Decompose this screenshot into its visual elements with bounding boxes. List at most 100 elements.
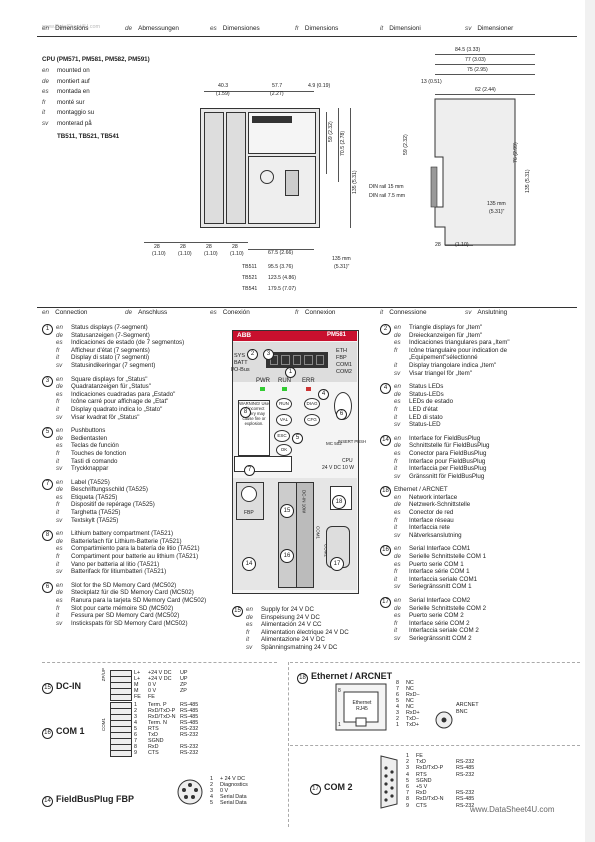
run-button[interactable]: RUN [276, 398, 292, 410]
ethernet-sig: NC [406, 698, 414, 704]
callout-number: 8 [42, 530, 53, 542]
callout-15: 15 [280, 499, 297, 518]
cpu-terminal-area [248, 156, 316, 224]
com1-pin: 6 [134, 732, 137, 738]
dcin-val: ZP [180, 688, 187, 694]
ethernet-pin: 5 [396, 698, 399, 704]
ethernet-sig: TxD+ [406, 722, 420, 728]
terminal-cell [110, 750, 132, 757]
fbp-label: FBP [336, 355, 347, 361]
callout-number: 16 [380, 545, 391, 557]
dcin-val: UP [180, 670, 188, 676]
front-view-drawing: 40.3 (1.59) 57.7 (2.27) 4.9 (0.19) 59 (2… [140, 80, 360, 292]
com1-pin: 3 [134, 714, 137, 720]
com1-rotated-label: COM1 [101, 718, 106, 732]
bnc-icon [435, 711, 453, 729]
device-illustration: ABB PM581 SYS BATT I/O-Bus ETH FBP COM1 … [230, 330, 366, 595]
callout-number: 3 [42, 375, 53, 387]
callout-number: 18 [380, 486, 391, 498]
com1-sig: Term. N [148, 720, 167, 726]
com1-val: RS-485 [180, 702, 199, 708]
pinout-divider-mid [290, 745, 580, 746]
fbp-sig: Diagnostics [220, 782, 248, 788]
io-slot-1 [204, 112, 224, 224]
esc-button[interactable]: ESC [274, 430, 290, 442]
model-label: PM581 [327, 332, 347, 338]
cpu-title: CPU (PM571, PM581, PM582, PM591) [42, 56, 150, 63]
legend-line: „Equipement"sélectionné [409, 354, 478, 362]
fbp-pin: 1 [210, 776, 213, 782]
com2-sig: RTS [416, 771, 427, 778]
com2-val: RS-232 [456, 802, 475, 809]
iobus-label: I/O-Bus [231, 367, 250, 373]
front-7seg [252, 116, 292, 123]
fbp-device-label: FBP [244, 510, 254, 516]
batt-label: BATT [234, 360, 248, 366]
callout-number: 17 [380, 597, 391, 608]
callout-number: 5 [42, 427, 53, 439]
cfg-button[interactable]: CFG [304, 414, 320, 426]
diag-button[interactable]: DIAG [304, 398, 320, 410]
callout-18: 18 [332, 490, 349, 509]
ethernet-pin-row: 5 NC [396, 698, 516, 704]
com1-sig: Term. P [148, 702, 167, 708]
com2-pin: 4 [406, 771, 409, 778]
callout-number: 7 [42, 478, 53, 490]
val-button[interactable]: VAL [276, 414, 292, 426]
ok-button[interactable]: OK [276, 444, 292, 456]
com1-sig: SGND [148, 738, 164, 744]
